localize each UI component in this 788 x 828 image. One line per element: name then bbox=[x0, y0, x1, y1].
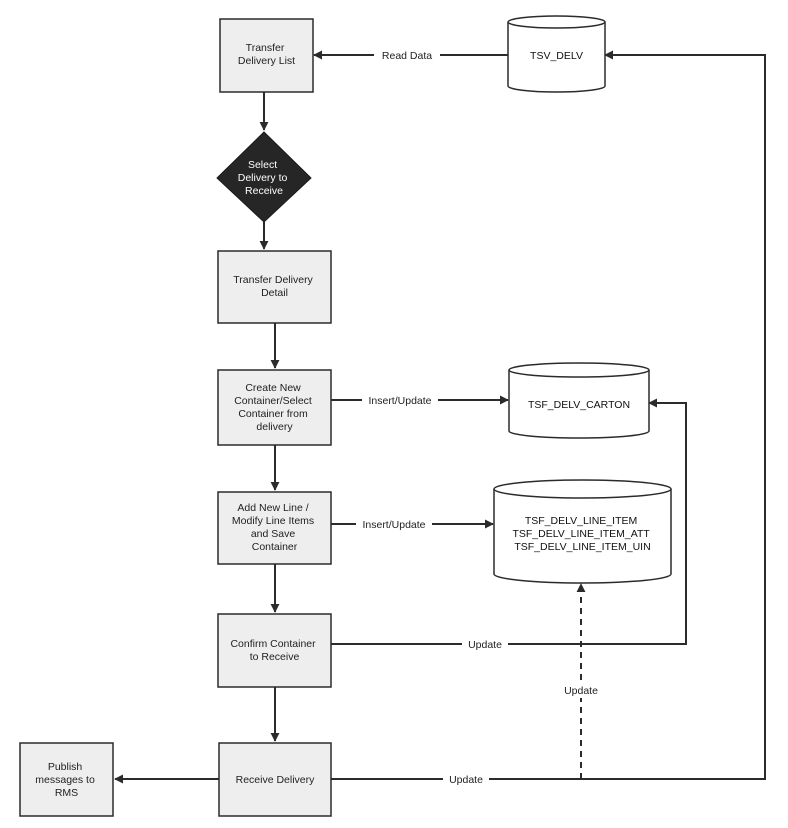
connectors bbox=[114, 50, 766, 784]
process-box-confirm-container: Confirm Container to Receive bbox=[217, 613, 332, 688]
process-box-create-container: Create New Container/Select Container fr… bbox=[217, 369, 332, 446]
svg-text:Transfer Delivery Detail: Transfer Delivery Detail bbox=[233, 274, 315, 299]
box-line: Receive Delivery bbox=[236, 774, 316, 786]
svg-text:Publish messages to: Publish messages to RMS bbox=[35, 761, 97, 799]
edge-label-update-dashed: Update bbox=[564, 685, 598, 697]
db-line: TSV_DELV bbox=[530, 50, 583, 62]
edge-label-update-confirm: Update bbox=[468, 639, 502, 651]
box-line: and Save bbox=[251, 528, 296, 540]
edge-label-update-receive: Update bbox=[449, 774, 483, 786]
process-box-add-line: Add New Line / Modify Line Items and Sav… bbox=[217, 491, 332, 565]
edge-labels: Read Data Insert/Update Insert/Update Up… bbox=[356, 47, 604, 787]
database-tsv-delv: TSV_DELV bbox=[507, 15, 606, 93]
svg-text:TSF_DELV_LINE_ITEM TSF_D: TSF_DELV_LINE_ITEM TSF_DELV_LINE_ITEM_AT… bbox=[512, 515, 652, 553]
box-line: Container bbox=[252, 541, 298, 553]
box-line: Add New Line / bbox=[237, 502, 308, 514]
box-line: Detail bbox=[261, 287, 288, 299]
svg-text:Transfer Delivery List: Transfer Delivery List bbox=[238, 42, 295, 67]
update-receive-line bbox=[331, 50, 766, 780]
svg-text:Receive Delivery: Receive Delivery bbox=[236, 774, 316, 786]
process-box-receive-delivery: Receive Delivery bbox=[218, 742, 332, 817]
decision-line: Select bbox=[248, 159, 277, 171]
update-confirm-line bbox=[331, 398, 687, 645]
svg-text:Select Delivery to: Select Delivery to Receive bbox=[238, 159, 291, 197]
box-line: messages to bbox=[35, 774, 95, 786]
box-line: Container from bbox=[238, 408, 308, 420]
process-box-transfer-delivery-list: Transfer Delivery List bbox=[219, 18, 314, 93]
box-line: Transfer Delivery bbox=[233, 274, 313, 286]
db-line: TSF_DELV_LINE_ITEM_UIN bbox=[514, 541, 650, 553]
box-line: RMS bbox=[55, 787, 78, 799]
database-tsf-delv-line-item: TSF_DELV_LINE_ITEM TSF_DELV_LINE_ITEM_AT… bbox=[493, 479, 672, 584]
edge-label-read-data: Read Data bbox=[382, 50, 432, 62]
edge-label-insert-update-line: Insert/Update bbox=[362, 519, 425, 531]
svg-text:Add New Line / Modify Li: Add New Line / Modify Line Items and Sav… bbox=[232, 502, 317, 553]
database-tsf-delv-carton: TSF_DELV_CARTON bbox=[508, 362, 650, 439]
box-line: Transfer bbox=[246, 42, 285, 54]
box-line: Delivery List bbox=[238, 55, 295, 67]
process-box-publish-rms: Publish messages to RMS bbox=[19, 742, 114, 817]
db-line: TSF_DELV_CARTON bbox=[528, 399, 630, 411]
db-line: TSF_DELV_LINE_ITEM bbox=[525, 515, 637, 527]
box-line: Create New bbox=[245, 382, 301, 394]
svg-text:Create New Container/Sel: Create New Container/Select Container fr… bbox=[234, 382, 315, 433]
decision-select-delivery: Select Delivery to Receive bbox=[216, 131, 312, 223]
process-box-transfer-delivery-detail: Transfer Delivery Detail bbox=[217, 250, 332, 324]
box-line: Publish bbox=[48, 761, 83, 773]
db-line: TSF_DELV_LINE_ITEM_ATT bbox=[512, 528, 650, 540]
edge-label-insert-update-carton: Insert/Update bbox=[368, 395, 431, 407]
svg-text:Confirm Container to Rec: Confirm Container to Receive bbox=[230, 638, 318, 663]
decision-line: Receive bbox=[245, 185, 283, 197]
svg-text:TSF_DELV_CARTON: TSF_DELV_CARTON bbox=[528, 399, 630, 411]
box-line: Container/Select bbox=[234, 395, 312, 407]
box-line: Modify Line Items bbox=[232, 515, 314, 527]
decision-line: Delivery to bbox=[238, 172, 288, 184]
svg-text:TSV_DELV: TSV_DELV bbox=[530, 50, 583, 62]
box-line: to Receive bbox=[250, 651, 300, 663]
box-line: Confirm Container bbox=[230, 638, 316, 650]
box-line: delivery bbox=[256, 421, 293, 433]
